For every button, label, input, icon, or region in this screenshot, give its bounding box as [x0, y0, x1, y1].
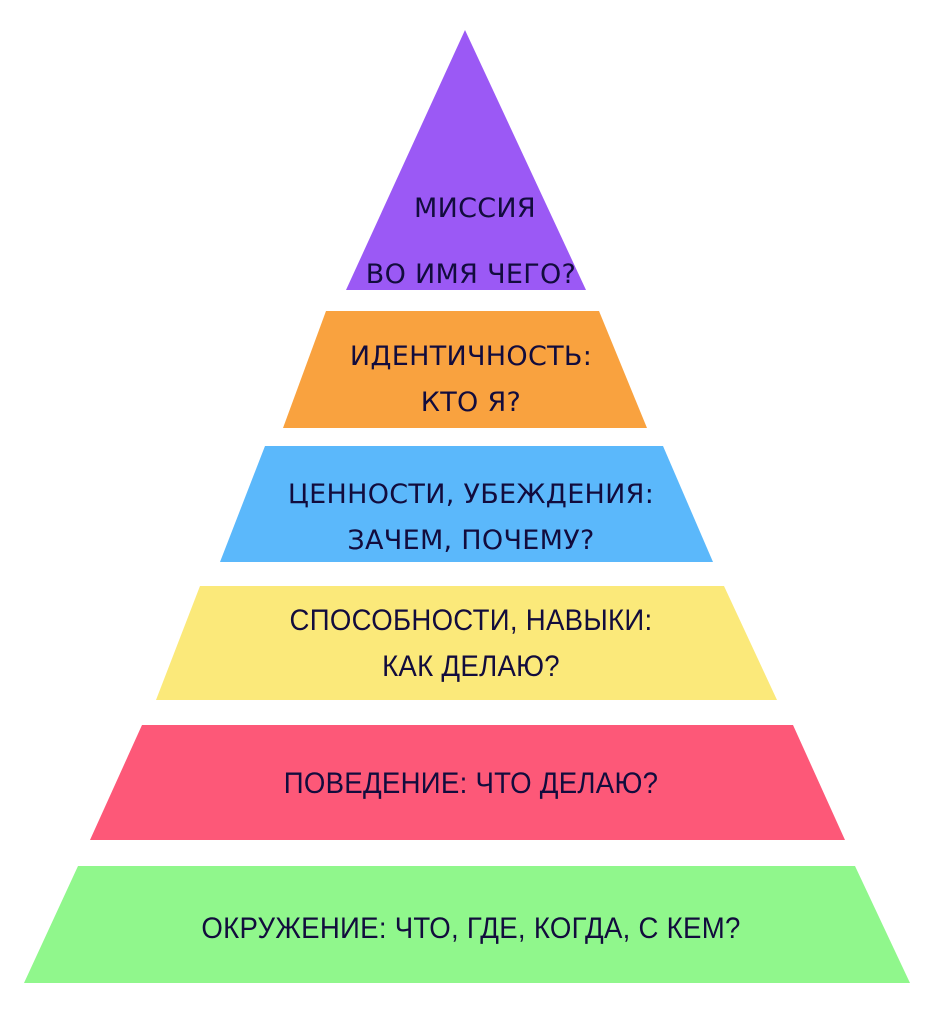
- level-values-shape: [220, 446, 713, 562]
- identity-question: КТО Я?: [420, 387, 522, 418]
- level-behavior-label: ПОВЕДЕНИЕ: ЧТО ДЕЛАЮ?: [38, 761, 905, 807]
- level-mission-label: МИССИЯ ВО ИМЯ ЧЕГО?: [0, 176, 942, 308]
- abilities-question: КАК ДЕЛАЮ?: [382, 650, 560, 683]
- environment-text: ОКРУЖЕНИЕ: ЧТО, ГДЕ, КОГДА, С КЕМ?: [201, 912, 741, 945]
- behavior-text: ПОВЕДЕНИЕ: ЧТО ДЕЛАЮ?: [283, 767, 659, 800]
- level-abilities-label: СПОСОБНОСТИ, НАВЫКИ: КАК ДЕЛАЮ?: [38, 598, 905, 690]
- values-title: ЦЕННОСТИ, УБЕЖДЕНИЯ:: [287, 479, 655, 510]
- level-abilities-shape: [156, 586, 777, 700]
- level-behavior-shape: [90, 725, 845, 840]
- level-values-label: ЦЕННОСТИ, УБЕЖДЕНИЯ: ЗАЧЕМ, ПОЧЕМУ?: [0, 472, 942, 564]
- level-environment-shape: [24, 866, 910, 983]
- mission-title: МИССИЯ: [414, 193, 536, 224]
- abilities-title: СПОСОБНОСТИ, НАВЫКИ:: [289, 604, 653, 637]
- level-identity-shape: [283, 311, 647, 428]
- level-environment-label: ОКРУЖЕНИЕ: ЧТО, ГДЕ, КОГДА, С КЕМ?: [38, 906, 905, 952]
- values-question: ЗАЧЕМ, ПОЧЕМУ?: [347, 525, 595, 556]
- level-mission-shape: [346, 30, 586, 290]
- identity-title: ИДЕНТИЧНОСТЬ:: [349, 341, 593, 372]
- mission-question: ВО ИМЯ ЧЕГО?: [365, 259, 577, 290]
- level-identity-label: ИДЕНТИЧНОСТЬ: КТО Я?: [0, 334, 942, 426]
